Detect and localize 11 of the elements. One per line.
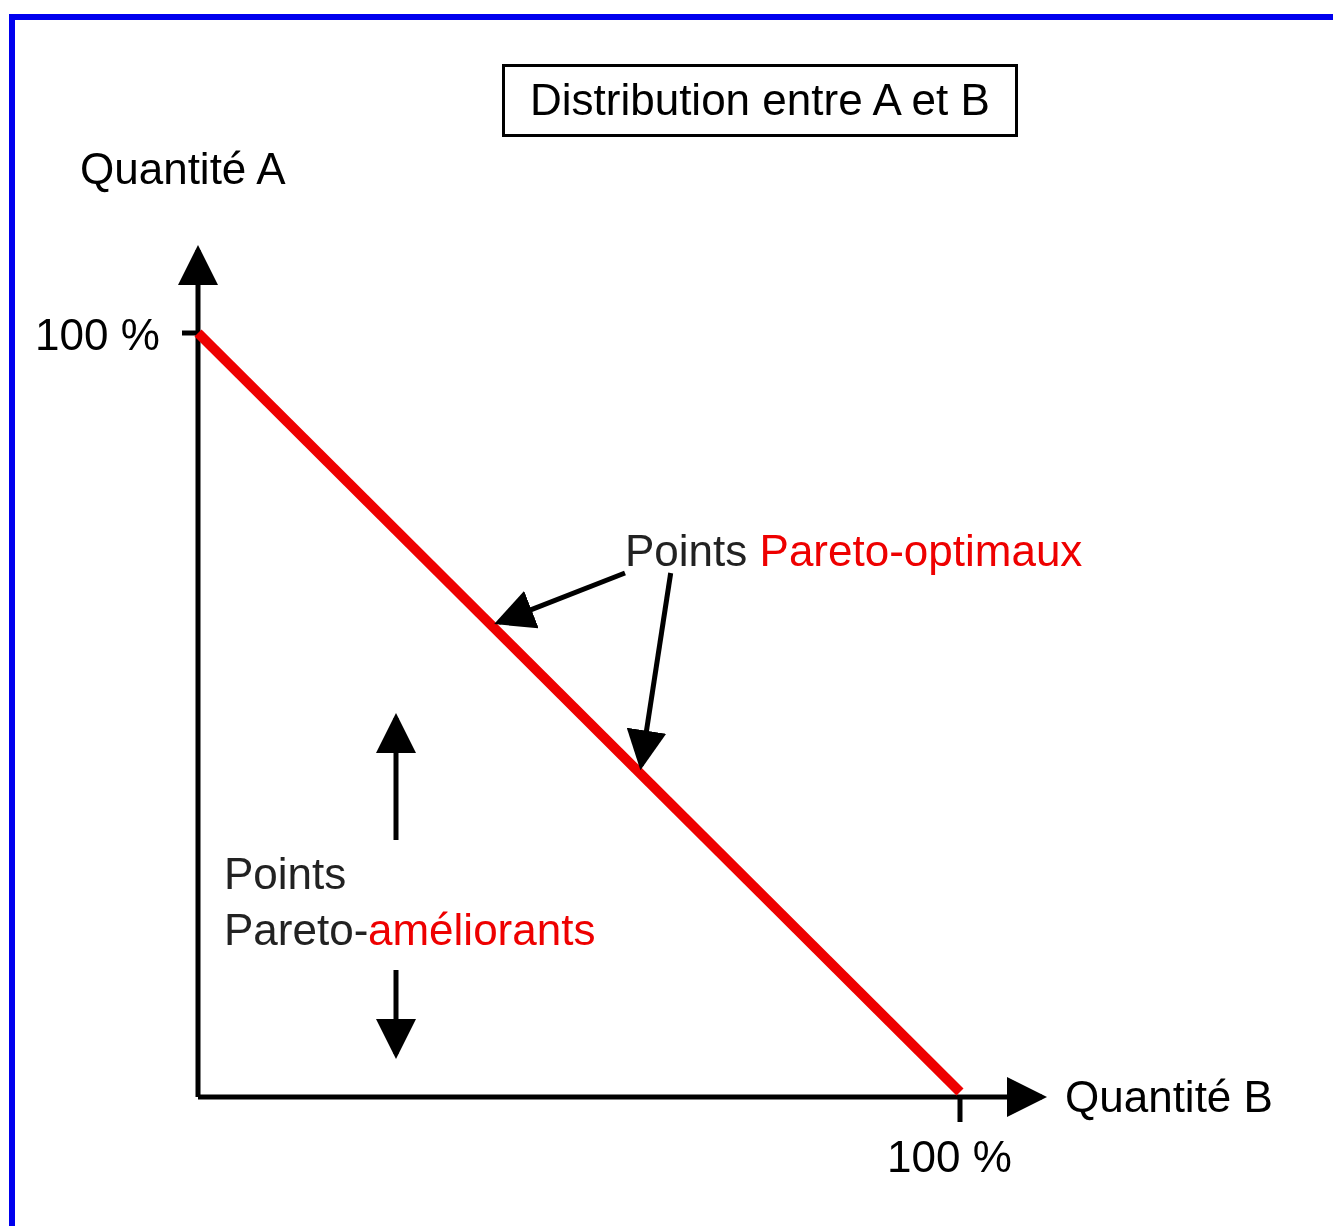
axis-label: Quantité A	[80, 147, 286, 191]
tick-label: 100 %	[35, 313, 160, 357]
region-label: Points	[224, 852, 347, 896]
region-label: améliorants	[368, 908, 596, 952]
region-label: Pareto-	[224, 908, 369, 952]
title-box: Distribution entre A et B	[502, 64, 1018, 137]
leader-line	[494, 570, 626, 629]
tick-label: 100 %	[887, 1135, 1012, 1179]
callout-text: Points Pareto-optimaux	[625, 529, 1083, 573]
leader-line	[626, 572, 674, 771]
axis-label: Quantité B	[1065, 1075, 1273, 1119]
